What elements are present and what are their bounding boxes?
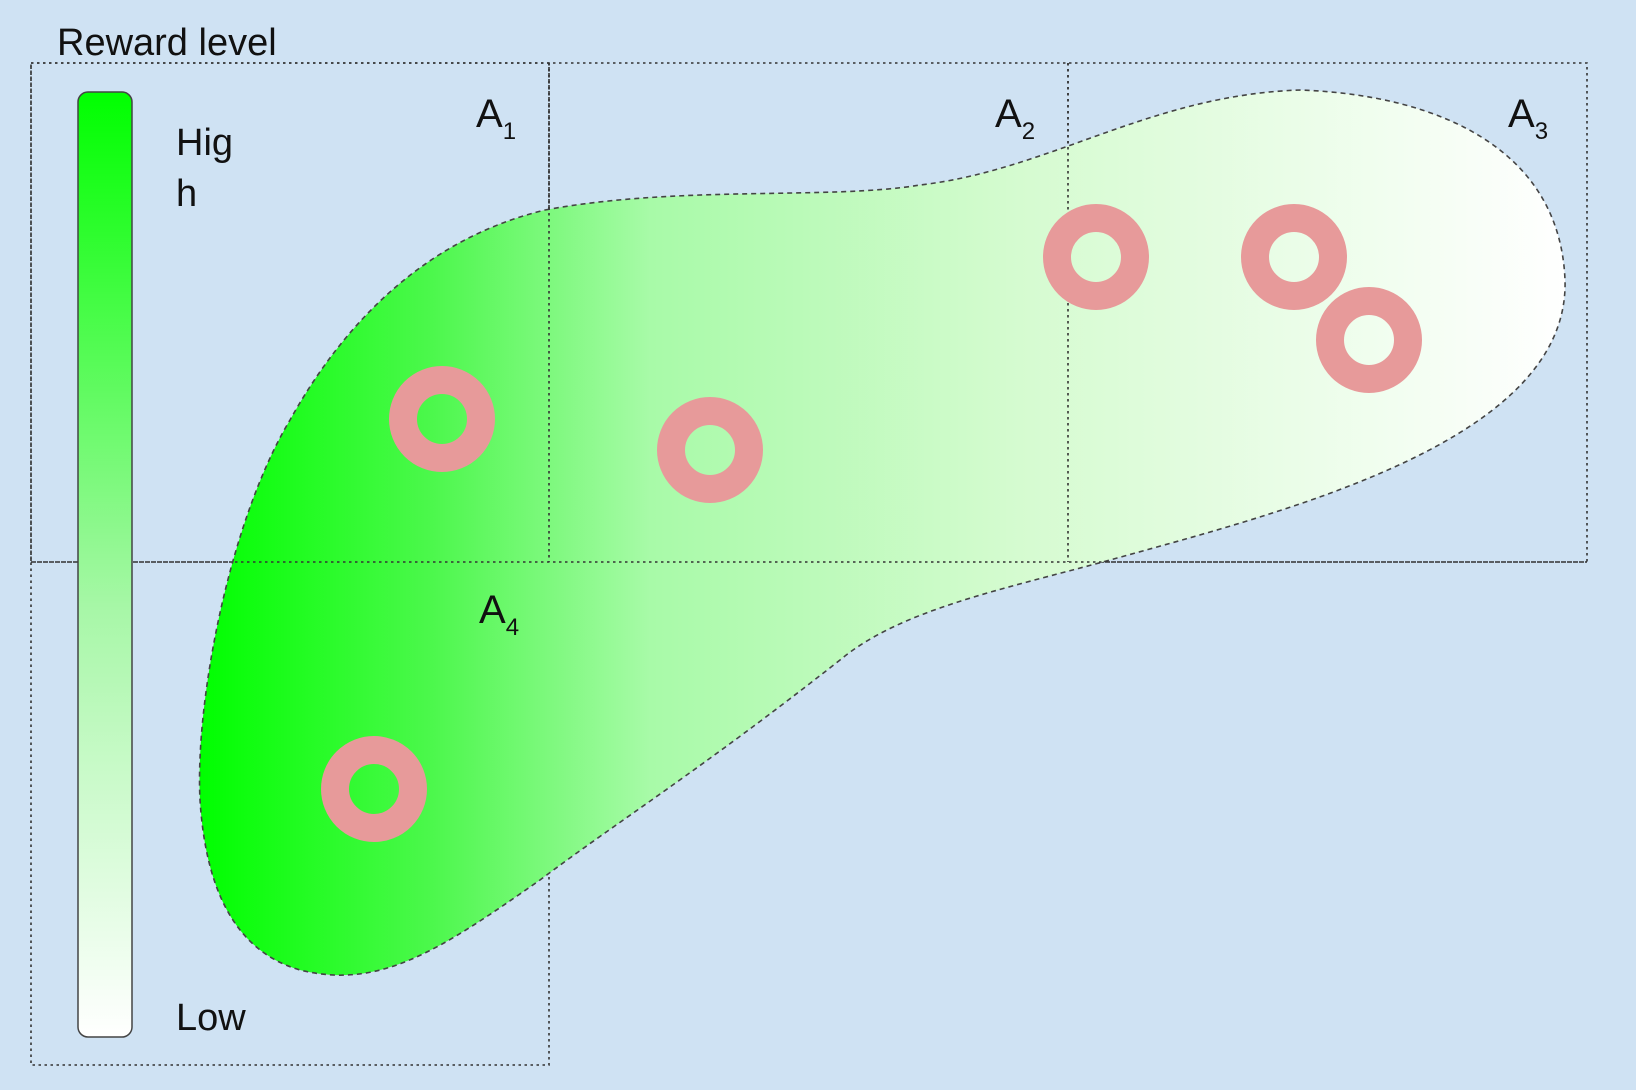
- region-label-a3-base: A: [1508, 92, 1535, 136]
- legend-title: Reward level: [57, 22, 277, 64]
- region-label-a2: A2: [995, 92, 1035, 145]
- legend-low-label: Low: [176, 997, 246, 1039]
- ring-marker: [1316, 287, 1422, 393]
- region-label-a4: A4: [479, 588, 519, 641]
- region-label-a3-sub: 3: [1535, 118, 1548, 145]
- legend-color-bar: [77, 91, 133, 1038]
- ring-marker: [1043, 204, 1149, 310]
- region-label-a3: A3: [1508, 92, 1548, 145]
- ring-markers: [321, 204, 1422, 842]
- region-grid-overlay: [31, 63, 1587, 563]
- region-label-a1-sub: 1: [503, 118, 516, 145]
- region-label-a2-base: A: [995, 92, 1022, 136]
- reward-region: [198, 89, 1566, 976]
- ring-marker: [389, 366, 495, 472]
- legend-high-label: Hig: [176, 122, 233, 164]
- region-label-a4-base: A: [479, 588, 506, 632]
- region-label-a1-base: A: [476, 92, 503, 136]
- legend-high-label-wrap: h: [176, 173, 197, 215]
- region-label-a1: A1: [476, 92, 516, 145]
- region-label-a2-sub: 2: [1022, 118, 1035, 145]
- ring-marker: [321, 736, 427, 842]
- ring-marker: [1241, 204, 1347, 310]
- ring-marker: [657, 397, 763, 503]
- region-label-a4-sub: 4: [506, 614, 519, 641]
